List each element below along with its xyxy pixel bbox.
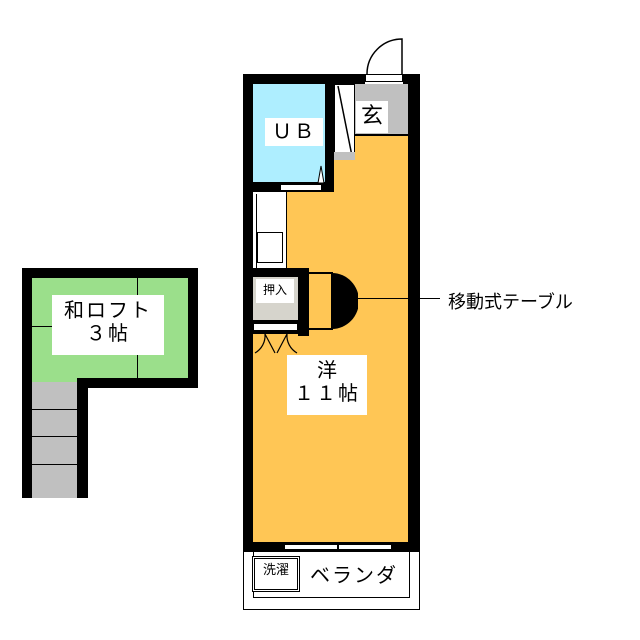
unit-bath-label: ＵＢ	[265, 118, 323, 146]
closet-label: 押入	[256, 279, 294, 303]
wall-top-left	[243, 74, 365, 84]
loft-wall-right	[188, 268, 198, 388]
loft-wall-bottom	[77, 378, 198, 388]
kitchen-sink	[257, 232, 283, 263]
stair-step-2	[32, 436, 77, 437]
loft-stairs	[32, 382, 77, 498]
genkan-corner	[334, 152, 355, 160]
wall-closet-bottom2	[253, 331, 309, 334]
stair-step-1	[32, 409, 77, 410]
wall-closet-right	[298, 268, 309, 336]
wall-left	[243, 74, 253, 552]
closet-door-swing-icon	[254, 333, 298, 354]
loft-wall-left	[22, 268, 32, 498]
washer-label: 洗濯	[262, 563, 289, 578]
loft-room-size: ３帖	[86, 321, 130, 345]
bath-door	[280, 184, 322, 191]
wall-right	[408, 74, 420, 552]
loft-room-type: 和ロフト	[64, 298, 152, 322]
wall-bath-right	[325, 84, 334, 192]
genkan-label: 玄	[356, 101, 388, 133]
window-divider	[337, 542, 339, 552]
wall-closet-top	[243, 268, 308, 277]
stair-step-3	[32, 464, 77, 465]
entry-door-frame	[365, 74, 403, 82]
stairs-wall-right	[77, 378, 88, 498]
western-room-size: １１帖	[294, 381, 360, 405]
veranda-label: ベランダ	[310, 563, 398, 587]
movable-table-icon	[308, 272, 358, 330]
tatami-line-h	[32, 326, 52, 327]
closet-door	[253, 323, 298, 331]
entry-door-swing-icon	[366, 38, 403, 75]
kitchen-edge-line	[256, 194, 257, 268]
loft-label: 和ロフト ３帖	[52, 295, 164, 355]
western-room-label: 洋 １１帖	[287, 355, 367, 415]
loft-wall-top	[22, 268, 198, 278]
bath-door-swing-icon	[317, 165, 325, 184]
table-leader-line-outer	[420, 298, 440, 299]
loft-floor-step	[32, 378, 77, 382]
wall-closet-bottom	[253, 320, 309, 323]
shoe-cabinet-door-icon	[337, 85, 353, 157]
washer-space	[252, 556, 300, 592]
table-leader-line-inner	[350, 298, 410, 299]
movable-table-annotation: 移動式テーブル	[448, 292, 573, 313]
western-room-type: 洋	[317, 358, 337, 382]
genkan-step-line	[355, 134, 408, 136]
